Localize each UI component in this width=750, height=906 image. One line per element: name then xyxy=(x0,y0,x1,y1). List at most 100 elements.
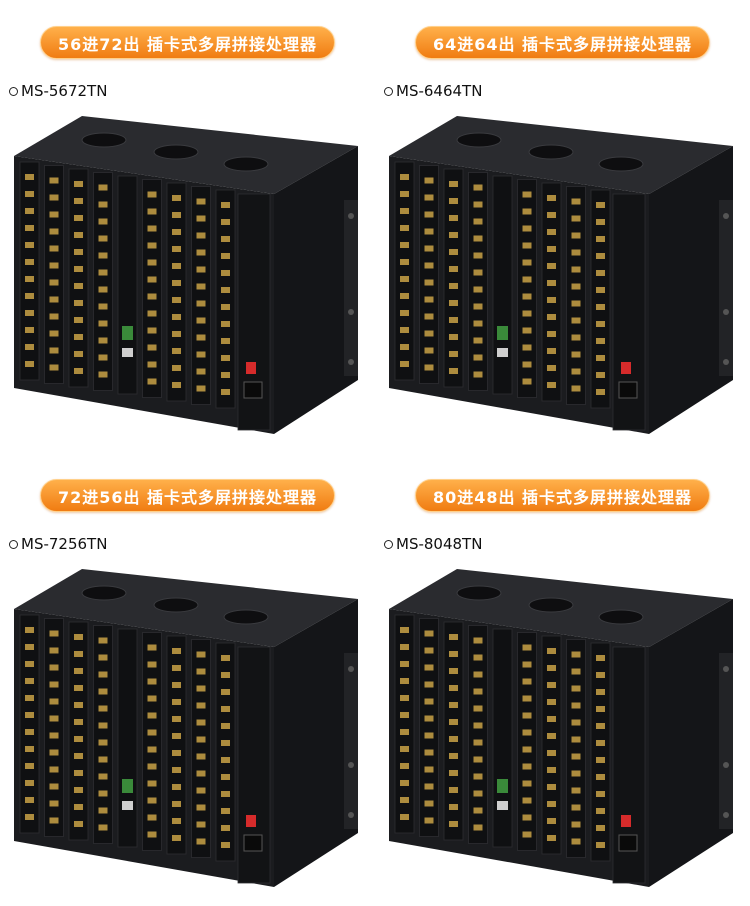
slot-card xyxy=(44,165,64,384)
hdmi-port xyxy=(98,252,108,259)
product-card: 56进72出 插卡式多屏拼接处理器 MS-5672TN xyxy=(0,0,375,453)
hdmi-port xyxy=(196,249,206,256)
hdmi-port xyxy=(196,838,206,845)
hdmi-port xyxy=(172,229,181,235)
slot-card xyxy=(517,179,537,398)
hdmi-port xyxy=(25,627,34,633)
hdmi-port xyxy=(547,665,556,671)
vent-grille-icon xyxy=(456,132,502,148)
hdmi-port xyxy=(147,797,157,804)
rack-ear-hole xyxy=(348,359,354,365)
hdmi-port xyxy=(424,749,434,756)
hdmi-port xyxy=(547,818,556,824)
hdmi-port xyxy=(473,722,483,729)
hdmi-port xyxy=(571,198,581,205)
hdmi-port xyxy=(172,195,181,201)
network-port xyxy=(122,801,133,810)
hdmi-port xyxy=(147,831,157,838)
power-switch-icon xyxy=(621,362,631,374)
hdmi-port xyxy=(172,767,181,773)
hdmi-port xyxy=(221,321,230,327)
hdmi-port xyxy=(400,208,409,214)
hdmi-port xyxy=(449,753,458,759)
hdmi-port xyxy=(98,235,108,242)
power-switch-icon xyxy=(621,815,631,827)
hdmi-port xyxy=(49,698,59,705)
hdmi-port xyxy=(74,232,83,238)
hdmi-port xyxy=(25,310,34,316)
hdmi-port xyxy=(221,270,230,276)
hdmi-port xyxy=(98,654,108,661)
hdmi-port xyxy=(522,361,532,368)
hdmi-port xyxy=(473,269,483,276)
hdmi-port xyxy=(522,780,532,787)
vent-grille-icon xyxy=(81,132,127,148)
hdmi-port xyxy=(98,184,108,191)
slot-card xyxy=(19,161,40,381)
slot-card xyxy=(468,625,488,844)
hdmi-port xyxy=(221,304,230,310)
hdmi-port xyxy=(547,784,556,790)
hdmi-port xyxy=(221,842,230,848)
hdmi-port xyxy=(596,287,605,293)
rack-ear-hole xyxy=(723,812,729,818)
hdmi-port xyxy=(98,790,108,797)
hdmi-port xyxy=(449,719,458,725)
product-card: 72进56出 插卡式多屏拼接处理器 MS-7256TN xyxy=(0,453,375,906)
hdmi-port xyxy=(400,225,409,231)
model-number: MS-5672TN xyxy=(21,82,108,100)
hdmi-port xyxy=(596,808,605,814)
hdmi-port xyxy=(221,706,230,712)
hdmi-port xyxy=(522,208,532,215)
hdmi-port xyxy=(49,347,59,354)
hdmi-port xyxy=(522,729,532,736)
control-terminal xyxy=(497,779,508,793)
hdmi-port xyxy=(400,293,409,299)
slot-card xyxy=(68,168,89,388)
hdmi-port xyxy=(147,259,157,266)
hdmi-port xyxy=(196,300,206,307)
hdmi-port xyxy=(49,211,59,218)
hdmi-port xyxy=(596,842,605,848)
chassis-side xyxy=(649,599,733,887)
hdmi-port xyxy=(547,229,556,235)
hdmi-port xyxy=(424,732,434,739)
hdmi-port xyxy=(547,246,556,252)
hdmi-port xyxy=(49,228,59,235)
vent-grille-icon xyxy=(528,597,574,613)
ring-bullet-icon xyxy=(384,86,393,96)
rack-ear-icon xyxy=(719,653,733,829)
hdmi-port xyxy=(547,263,556,269)
hdmi-port xyxy=(547,682,556,688)
model-number: MS-8048TN xyxy=(396,535,483,553)
hdmi-port xyxy=(424,715,434,722)
slot-card xyxy=(215,189,236,409)
hdmi-port xyxy=(547,716,556,722)
slot-card xyxy=(215,642,236,862)
device-image xyxy=(389,569,733,887)
slot-card xyxy=(443,168,464,388)
hdmi-port xyxy=(147,661,157,668)
hdmi-port xyxy=(547,767,556,773)
hdmi-port xyxy=(449,736,458,742)
hdmi-port xyxy=(424,766,434,773)
hdmi-port xyxy=(547,801,556,807)
hdmi-port xyxy=(571,351,581,358)
hdmi-port xyxy=(98,739,108,746)
hdmi-port xyxy=(147,191,157,198)
rack-ear-hole xyxy=(723,359,729,365)
hdmi-port xyxy=(49,681,59,688)
hdmi-port xyxy=(449,181,458,187)
rack-ear-hole xyxy=(348,309,354,315)
slot-card xyxy=(419,165,439,384)
hdmi-port xyxy=(74,787,83,793)
rack-ear-icon xyxy=(719,200,733,376)
hdmi-port xyxy=(547,212,556,218)
hdmi-port xyxy=(98,269,108,276)
hdmi-port xyxy=(74,351,83,357)
hdmi-port xyxy=(196,283,206,290)
hdmi-port xyxy=(74,651,83,657)
product-card: 80进48出 插卡式多屏拼接处理器 MS-8048TN xyxy=(375,453,750,906)
hdmi-port xyxy=(196,317,206,324)
hdmi-port xyxy=(596,774,605,780)
